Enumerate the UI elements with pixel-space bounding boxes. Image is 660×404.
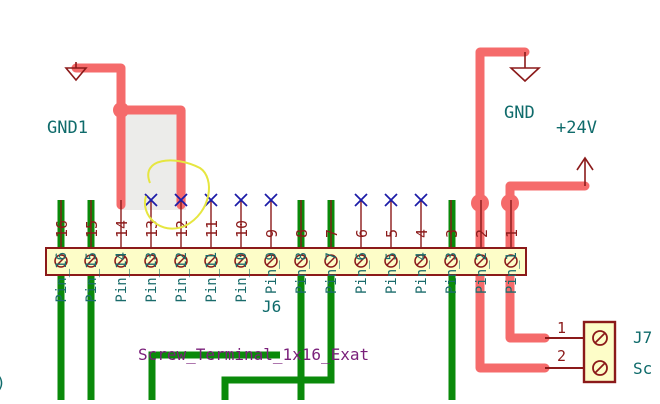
- no-connect-x-icon: [234, 193, 248, 207]
- pin-name-label: Pin_14: [114, 252, 130, 303]
- wire-pin14-pin12: [116, 105, 186, 210]
- offscreen-text-fragment: ): [0, 373, 6, 392]
- pin-number-label: 2: [473, 229, 491, 238]
- pin-number-label: 14: [113, 220, 131, 238]
- pin-name-label: Pin_15: [84, 252, 100, 303]
- terminal-slash: [445, 255, 457, 267]
- j6-ref: J6: [262, 297, 281, 316]
- no-connect-x-icon: [414, 193, 428, 207]
- wire-gnd1-pin14: [71, 63, 126, 210]
- gnd-label: GND: [504, 103, 535, 123]
- j7-ref: J7: [633, 328, 652, 347]
- pin-number-label: 13: [143, 220, 161, 238]
- pin-stub-group: [60, 200, 512, 248]
- terminal-slash: [475, 255, 487, 267]
- terminal-slash: [415, 255, 427, 267]
- pin-name-label: Pin_9: [264, 252, 280, 294]
- pin-name-label: Pin_6: [354, 252, 370, 294]
- terminal-slash: [385, 255, 397, 267]
- wire-pin7: [221, 200, 335, 400]
- terminal-slash: [505, 255, 517, 267]
- yellow-highlight-circle: [143, 159, 210, 230]
- power-arrow-icon: [576, 156, 594, 186]
- j7-value: Sc: [633, 359, 652, 378]
- pin-name-label: Pin_10: [234, 252, 250, 303]
- pin-name-label: Pin_1: [504, 252, 520, 294]
- pin-number-label: 8: [293, 229, 311, 238]
- pin-name-label: Pin_4: [414, 252, 430, 294]
- terminal-group: [54, 254, 518, 268]
- pin-name-label: Pin_5: [384, 252, 400, 294]
- green-wire-group: [57, 200, 456, 400]
- terminal-slash: [175, 255, 187, 267]
- pin-name-label: Pin_2: [474, 252, 490, 294]
- junction-dot: [113, 102, 129, 118]
- terminal-slash: [85, 255, 97, 267]
- terminal-slash: [355, 255, 367, 267]
- pin-number-label: 7: [323, 229, 341, 238]
- pin-name-label: Pin_11: [204, 252, 220, 303]
- j6-value: Screw_Terminal_1x16_Exat: [138, 345, 369, 364]
- pin-number-label: 15: [83, 220, 101, 238]
- pin-number-label: 4: [413, 229, 431, 238]
- pin-number-label: 6: [353, 229, 371, 238]
- pin-number-label: 5: [383, 229, 401, 238]
- pin-name-label: Pin_12: [174, 252, 190, 303]
- junction-dot: [471, 194, 489, 212]
- junction-dot: [501, 194, 519, 212]
- pin-number-label: 16: [53, 220, 71, 238]
- terminal-slash: [55, 255, 67, 267]
- pin-name-label: Pin_13: [144, 252, 160, 303]
- pin-number-label: 11: [203, 220, 221, 238]
- terminal-slash: [235, 255, 247, 267]
- no-connect-group: [144, 193, 428, 207]
- ground-symbol-icon: [64, 62, 88, 82]
- terminal-slash: [325, 255, 337, 267]
- no-connect-x-icon: [384, 193, 398, 207]
- no-connect-x-icon: [174, 193, 188, 207]
- pin-number-label: 1: [503, 229, 521, 238]
- pin-name-label: Pin_3: [444, 252, 460, 294]
- terminal-slash: [205, 255, 217, 267]
- j7-connector: 1 2 J7 Sc: [545, 319, 652, 384]
- j7-pin-number: 2: [557, 347, 566, 365]
- ground-symbol-icon: [508, 52, 542, 83]
- terminal-slash: [265, 255, 277, 267]
- wire-bottom-left: [148, 351, 280, 400]
- terminal-slash: [145, 255, 157, 267]
- pin-name-label: Pin_8: [294, 252, 310, 294]
- gnd1-label: GND1: [47, 118, 88, 138]
- terminal-slash: [295, 255, 307, 267]
- junction-group: [113, 102, 519, 212]
- no-connect-x-icon: [354, 193, 368, 207]
- no-connect-x-icon: [144, 193, 158, 207]
- j7-pin-number: 1: [557, 319, 566, 337]
- pin-number-label: 9: [263, 229, 281, 238]
- pin-number-label: 10: [233, 220, 251, 238]
- plus24v-label: +24V: [556, 118, 597, 138]
- pin-name-group: Pin_16 Pin_15 Pin_14 Pin_13 Pin_12 Pin_11 Pin_…: [54, 252, 520, 303]
- no-connect-x-icon: [264, 193, 278, 207]
- pin-name-label: Pin_7: [324, 252, 340, 294]
- screw-terminal-icon: [592, 330, 608, 376]
- no-connect-x-icon: [204, 193, 218, 207]
- pin-name-label: Pin_16: [54, 252, 70, 303]
- terminal-slash: [115, 255, 127, 267]
- pin-number-label: 3: [443, 229, 461, 238]
